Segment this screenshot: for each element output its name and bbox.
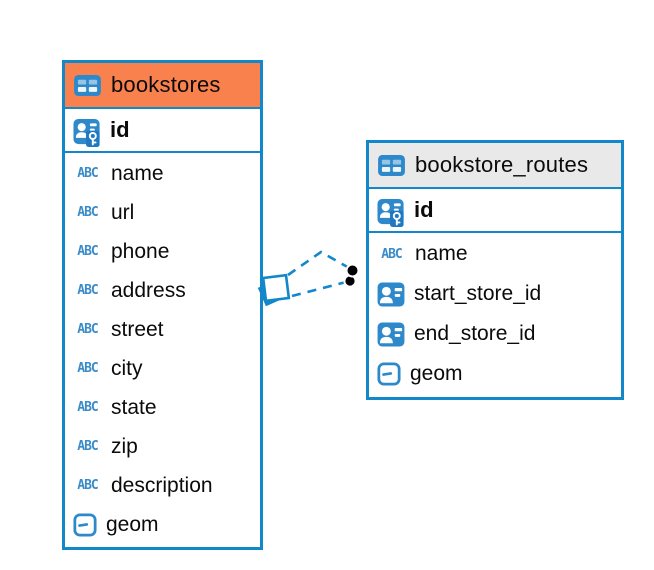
- table-bookstore-routes-columns: ABC name start_store_id end_store_id geo…: [369, 233, 621, 397]
- column-name: street: [111, 317, 164, 341]
- column-row[interactable]: ABC description: [65, 466, 260, 505]
- column-name: id: [110, 117, 130, 142]
- column-row[interactable]: ABC phone: [65, 232, 260, 271]
- column-name: name: [111, 161, 164, 185]
- column-name: end_store_id: [414, 322, 536, 345]
- person-key-icon: [377, 198, 406, 227]
- column-row-pk[interactable]: id: [369, 189, 621, 233]
- relation-line-lower[interactable]: [291, 280, 347, 298]
- box-dash-icon: [73, 513, 97, 537]
- column-name: geom: [410, 362, 463, 385]
- table-grid-icon: [73, 74, 102, 97]
- box-dash-icon: [377, 362, 401, 386]
- double-black-dot-icon[interactable]: [343, 263, 360, 288]
- text-type-icon: ABC: [381, 246, 402, 262]
- column-row[interactable]: geom: [369, 354, 621, 394]
- text-type-icon: ABC: [77, 322, 98, 337]
- column-name: start_store_id: [414, 282, 542, 305]
- text-type-icon: ABC: [77, 400, 98, 415]
- text-type-icon: ABC: [77, 478, 98, 493]
- column-row[interactable]: ABC address: [65, 271, 260, 310]
- column-row[interactable]: ABC zip: [65, 427, 260, 466]
- column-name: city: [111, 356, 143, 380]
- text-type-icon: ABC: [77, 205, 98, 220]
- column-row[interactable]: start_store_id: [369, 274, 621, 314]
- column-row[interactable]: ABC state: [65, 388, 260, 427]
- person-key-icon: [73, 118, 102, 147]
- column-name: url: [111, 200, 135, 224]
- table-title: bookstore_routes: [415, 152, 589, 177]
- column-row[interactable]: geom: [65, 505, 260, 544]
- column-name: address: [111, 278, 186, 302]
- column-row[interactable]: ABC city: [65, 349, 260, 388]
- column-name: description: [111, 473, 213, 497]
- column-name: name: [415, 242, 468, 265]
- person-card-icon: [377, 322, 405, 347]
- table-bookstore-routes[interactable]: bookstore_routes id ABC name start_store…: [366, 140, 624, 400]
- column-row[interactable]: ABC url: [65, 193, 260, 232]
- column-row[interactable]: ABC street: [65, 310, 260, 349]
- column-row[interactable]: end_store_id: [369, 314, 621, 354]
- table-bookstore-routes-header[interactable]: bookstore_routes: [369, 143, 621, 189]
- column-name: geom: [106, 512, 159, 536]
- column-name: phone: [111, 239, 170, 263]
- column-name: zip: [111, 434, 138, 458]
- table-bookstores[interactable]: bookstores id ABC name ABC url ABC phone…: [62, 60, 263, 550]
- table-title: bookstores: [111, 72, 221, 97]
- text-type-icon: ABC: [77, 283, 98, 298]
- table-grid-icon: [377, 154, 406, 177]
- text-type-icon: ABC: [77, 166, 98, 181]
- column-row[interactable]: ABC name: [369, 234, 621, 274]
- text-type-icon: ABC: [77, 244, 98, 259]
- column-name: state: [111, 395, 157, 419]
- column-row-pk[interactable]: id: [65, 109, 260, 153]
- table-bookstores-header[interactable]: bookstores: [65, 63, 260, 109]
- text-type-icon: ABC: [77, 361, 98, 376]
- person-card-icon: [377, 282, 405, 307]
- table-bookstores-columns: ABC name ABC url ABC phone ABC address A…: [65, 153, 260, 547]
- relation-line-upper[interactable]: [287, 250, 352, 277]
- column-name: id: [414, 197, 434, 222]
- text-type-icon: ABC: [77, 439, 98, 454]
- column-row[interactable]: ABC name: [65, 154, 260, 193]
